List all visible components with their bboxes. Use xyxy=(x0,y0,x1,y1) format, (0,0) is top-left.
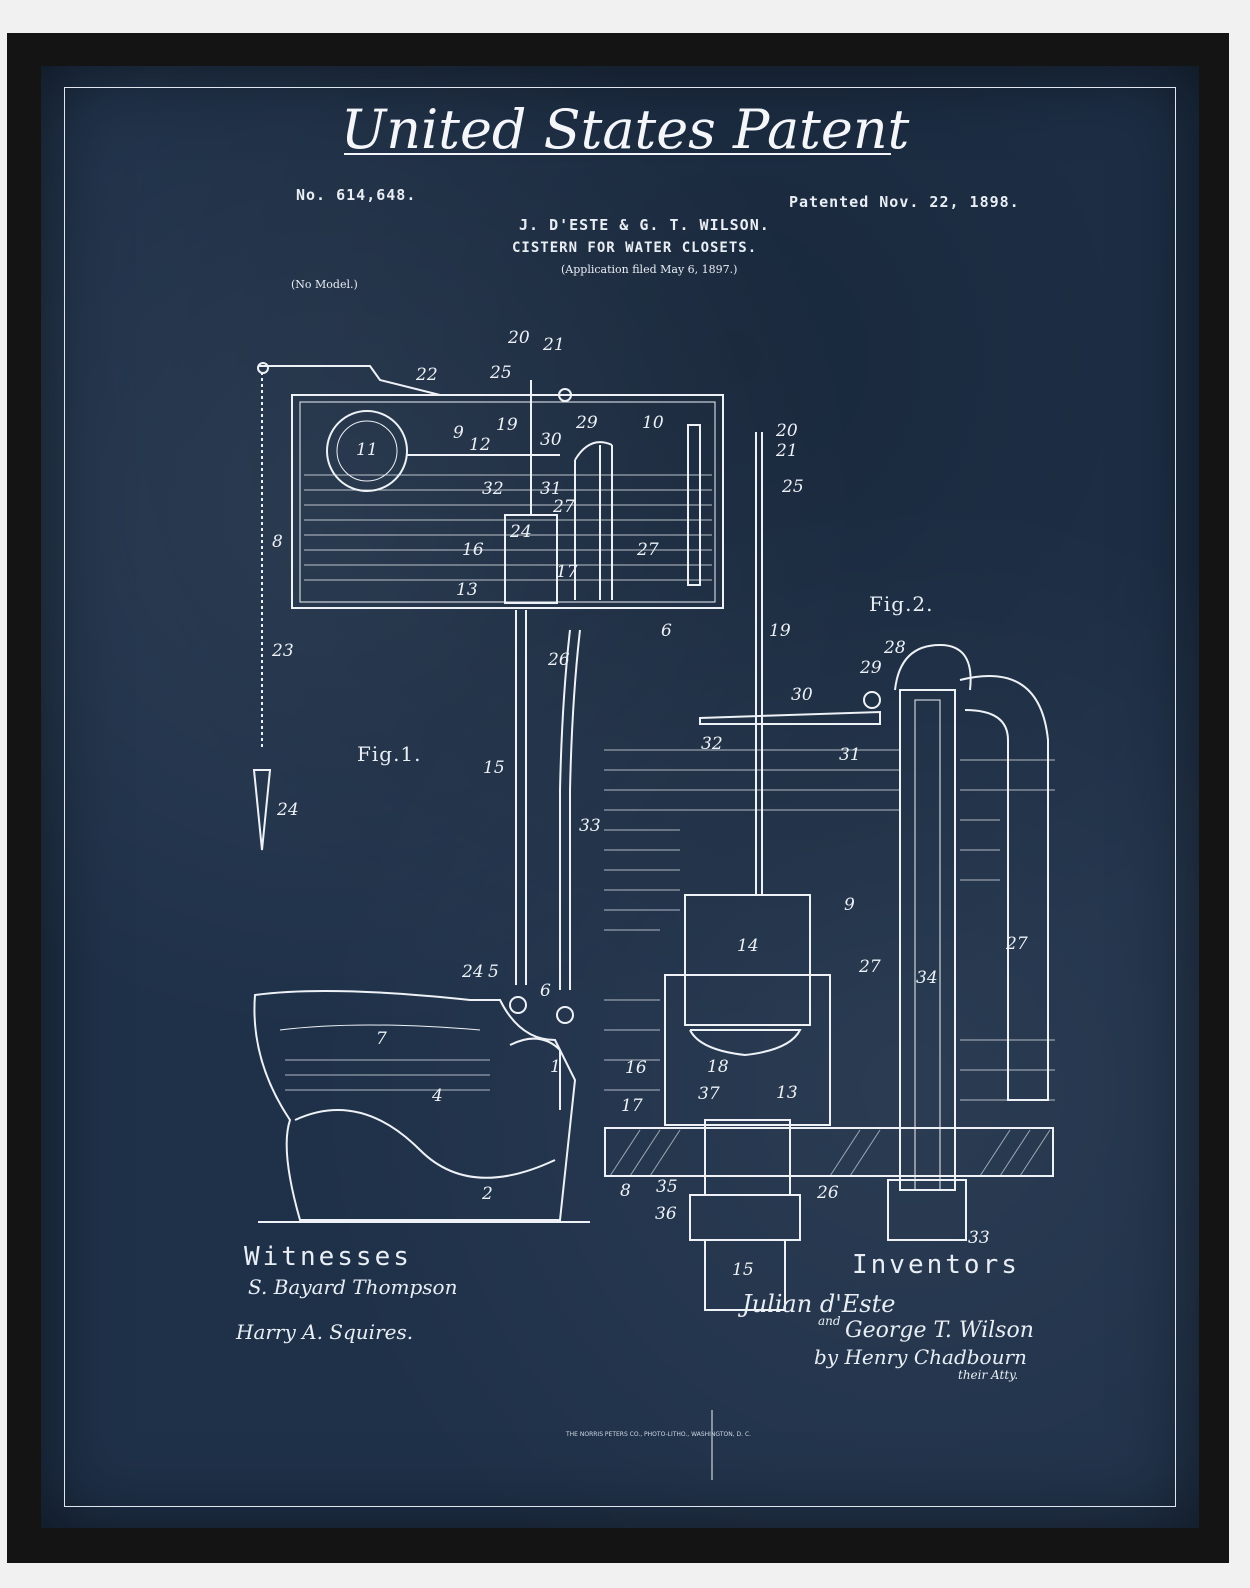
ref-num: 33 xyxy=(579,816,601,836)
patent-date: Patented Nov. 22, 1898. xyxy=(789,193,1020,211)
ref-num: 13 xyxy=(456,580,478,600)
ref-num: 21 xyxy=(775,441,798,461)
ref-num: 17 xyxy=(621,1096,643,1116)
ref-num: 6 xyxy=(661,621,672,641)
ref-num: 18 xyxy=(707,1057,729,1077)
ref-num: 13 xyxy=(776,1083,798,1103)
ref-num: 36 xyxy=(655,1204,677,1224)
ref-num: 23 xyxy=(271,641,294,661)
ref-num: 2 xyxy=(481,1184,493,1204)
inner-border xyxy=(64,87,1176,1507)
ref-num: 5 xyxy=(488,962,499,982)
ref-num: 1 xyxy=(550,1057,561,1077)
ref-num: 27 xyxy=(858,957,881,977)
inventors-heading: Inventors xyxy=(852,1250,1020,1280)
ref-num: 24 xyxy=(461,962,484,982)
ref-num: 17 xyxy=(556,562,578,582)
ref-num: 29 xyxy=(859,658,882,678)
ref-num: 26 xyxy=(816,1183,839,1203)
witnesses-heading: Witnesses xyxy=(244,1242,412,1272)
ref-num: 19 xyxy=(769,621,791,641)
ref-num: 22 xyxy=(415,365,438,385)
printer-credit: THE NORRIS PETERS CO., PHOTO-LITHO., WAS… xyxy=(566,1431,752,1438)
ref-num: 35 xyxy=(656,1177,678,1197)
attorney-note: their Atty. xyxy=(958,1368,1019,1382)
overflow-tube xyxy=(899,689,956,1191)
blueprint-background xyxy=(41,66,1199,1528)
witness-signature-2: Harry A. Squires. xyxy=(236,1320,414,1344)
tank-bottom-section xyxy=(604,1127,1054,1177)
ref-num: 6 xyxy=(540,981,551,1001)
ref-num: 16 xyxy=(625,1058,647,1078)
ref-num: 19 xyxy=(496,415,518,435)
inventors-line: J. D'ESTE & G. T. WILSON. xyxy=(519,216,770,234)
witness-signature-1: S. Bayard Thompson xyxy=(248,1275,458,1299)
float-ball xyxy=(326,410,408,492)
ref-num: 24 xyxy=(276,800,299,820)
ref-num: 30 xyxy=(791,685,813,705)
ref-num: 15 xyxy=(732,1260,754,1280)
fig1-label: Fig.1. xyxy=(357,742,422,766)
fig2-water-lines xyxy=(604,749,1055,1101)
ref-num: 14 xyxy=(737,936,759,956)
ref-num: 27 xyxy=(552,497,575,517)
ref-num: 7 xyxy=(376,1029,387,1049)
application-date: (Application filed May 6, 1897.) xyxy=(561,263,738,276)
ref-num: 8 xyxy=(272,532,283,552)
ref-num: 21 xyxy=(542,335,565,355)
patent-subject: CISTERN FOR WATER CLOSETS. xyxy=(512,240,758,256)
ref-num: 25 xyxy=(489,363,512,383)
no-model-note: (No Model.) xyxy=(291,278,358,291)
siphon-bend xyxy=(959,675,1049,1101)
fig1-reference-numbers: 20 21 25 22 19 29 10 9 12 30 11 32 31 27… xyxy=(271,328,672,1204)
bell-cylinder xyxy=(684,894,811,1026)
ref-num: 24 xyxy=(509,522,532,542)
attorney-signature: by Henry Chadbourn xyxy=(814,1345,1027,1369)
ref-num: 34 xyxy=(916,968,938,988)
ref-num: 11 xyxy=(356,440,378,460)
ref-num: 29 xyxy=(575,413,598,433)
toilet-bowl xyxy=(253,990,577,1221)
ref-num: 10 xyxy=(642,413,664,433)
ref-num: 8 xyxy=(620,1181,631,1201)
ref-num: 32 xyxy=(482,479,504,499)
chain-pull-handle xyxy=(252,769,272,851)
fig2-reference-numbers: 20 21 25 19 28 29 30 32 31 9 14 27 34 27… xyxy=(620,421,1028,1280)
signature-and: and xyxy=(818,1314,841,1328)
fig2-label: Fig.2. xyxy=(869,592,934,616)
ref-num: 20 xyxy=(507,328,530,348)
ref-num: 37 xyxy=(698,1084,720,1104)
ref-num: 16 xyxy=(462,540,484,560)
ref-num: 32 xyxy=(701,734,723,754)
ref-num: 9 xyxy=(844,895,855,915)
ref-num: 31 xyxy=(540,479,562,499)
ref-num: 33 xyxy=(968,1228,990,1248)
ref-num: 27 xyxy=(636,540,659,560)
ref-num: 20 xyxy=(775,421,798,441)
ref-num: 12 xyxy=(469,435,491,455)
ref-num: 25 xyxy=(781,477,804,497)
patent-number: No. 614,648. xyxy=(296,186,417,204)
inventor-signature-2: George T. Wilson xyxy=(845,1318,1034,1343)
ref-num: 15 xyxy=(483,758,505,778)
ref-num: 31 xyxy=(839,745,861,765)
ref-num: 26 xyxy=(547,650,570,670)
ref-num: 30 xyxy=(540,430,562,450)
ref-num: 9 xyxy=(453,423,464,443)
ref-num: 28 xyxy=(883,638,906,658)
inventor-signature-1: Julian d'Este xyxy=(742,1290,896,1318)
page-title: United States Patent xyxy=(340,98,910,161)
ref-num: 4 xyxy=(431,1086,443,1106)
ref-num: 27 xyxy=(1005,934,1028,954)
title-underline xyxy=(344,153,891,155)
